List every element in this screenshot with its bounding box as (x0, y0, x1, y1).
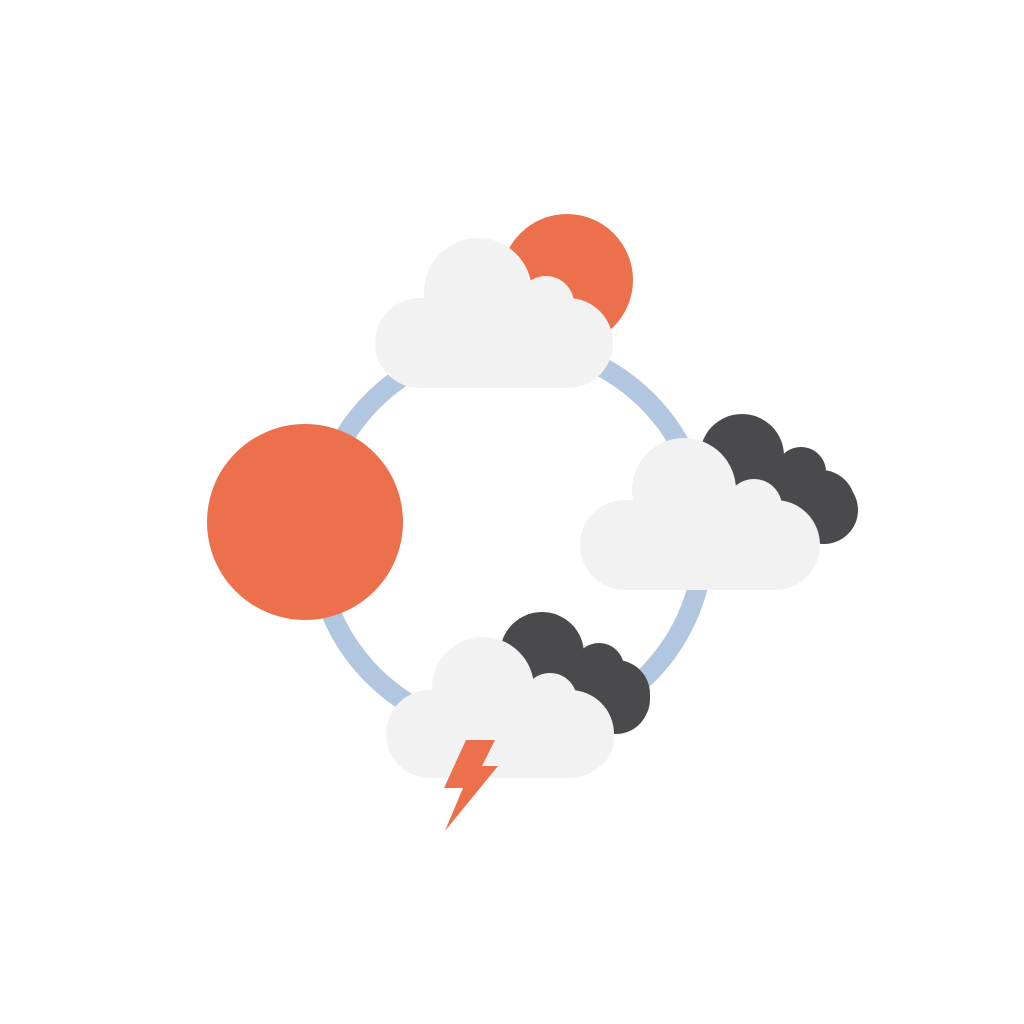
thunderstorm-icon (386, 612, 650, 831)
lightning-bolt-icon (444, 740, 498, 831)
cloudy-light-cloud (580, 438, 820, 590)
sun-icon (207, 424, 403, 620)
thunderstorm-light-cloud (386, 637, 614, 778)
partly-cloudy-icon (375, 214, 633, 388)
partly-cloudy-cloud (375, 238, 613, 388)
cloudy-icon (580, 414, 858, 590)
